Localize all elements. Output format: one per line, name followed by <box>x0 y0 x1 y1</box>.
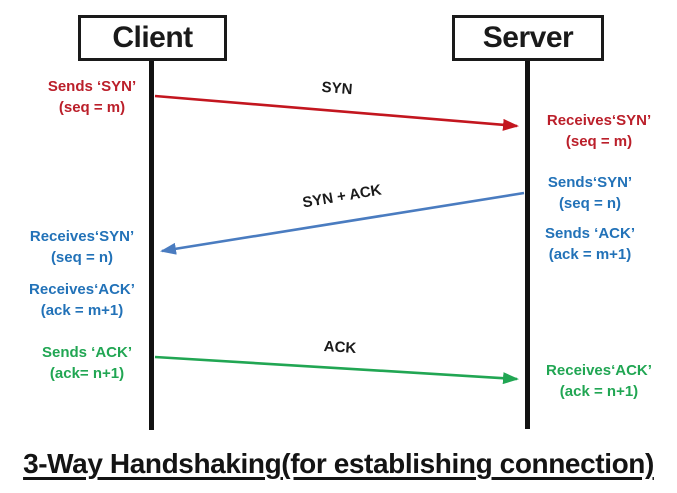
server-receives-ack-note: Receives‘ACK’ (ack = n+1) <box>519 360 677 402</box>
client-sends-syn-note: Sends ‘SYN’ (seq = m) <box>12 76 172 118</box>
client-receives-ack-note: Receives‘ACK’ (ack = m+1) <box>2 279 162 321</box>
client-actor-box: Client <box>78 15 227 61</box>
note-line: Receives‘ACK’ <box>29 281 135 298</box>
note-line: (seq = n) <box>558 195 622 212</box>
client-receives-syn-note: Receives‘SYN’ (seq = n) <box>2 226 162 268</box>
note-line: (ack = m+1) <box>40 302 124 319</box>
server-sends-syn-note: Sends‘SYN’ (seq = n) <box>510 172 670 214</box>
ack-arrow <box>154 355 519 385</box>
note-line: Receives‘SYN’ <box>546 112 652 129</box>
server-sends-ack-note: Sends ‘ACK’ (ack = m+1) <box>510 223 670 265</box>
note-line: Sends ‘SYN’ <box>47 78 137 95</box>
note-line: Receives‘ACK’ <box>546 362 652 379</box>
server-actor-box: Server <box>452 15 604 61</box>
syn-arrow <box>154 94 519 131</box>
note-line: Sends ‘ACK’ <box>544 225 635 242</box>
syn-ack-message-label: SYN + ACK <box>301 181 383 212</box>
note-line: (seq = m) <box>58 99 126 116</box>
note-line: (ack = n+1) <box>559 383 639 400</box>
server-lifeline <box>525 61 530 429</box>
diagram-title: 3-Way Handshaking(for establishing conne… <box>23 448 654 479</box>
note-line: Sends‘SYN’ <box>547 174 633 191</box>
client-sends-ack-note: Sends ‘ACK’ (ack= n+1) <box>7 342 167 384</box>
note-line: (ack= n+1) <box>49 365 125 382</box>
client-label: Client <box>112 21 193 54</box>
server-label: Server <box>482 21 574 54</box>
ack-message-label: ACK <box>323 338 357 357</box>
client-lifeline <box>149 61 154 430</box>
note-line: Sends ‘ACK’ <box>41 344 132 361</box>
server-receives-syn-note: Receives‘SYN’ (seq = m) <box>519 110 677 152</box>
syn-message-label: SYN <box>320 78 354 99</box>
note-line: (seq = n) <box>50 249 114 266</box>
note-line: (ack = m+1) <box>548 246 632 263</box>
note-line: Receives‘SYN’ <box>29 228 135 245</box>
note-line: (seq = m) <box>565 133 633 150</box>
